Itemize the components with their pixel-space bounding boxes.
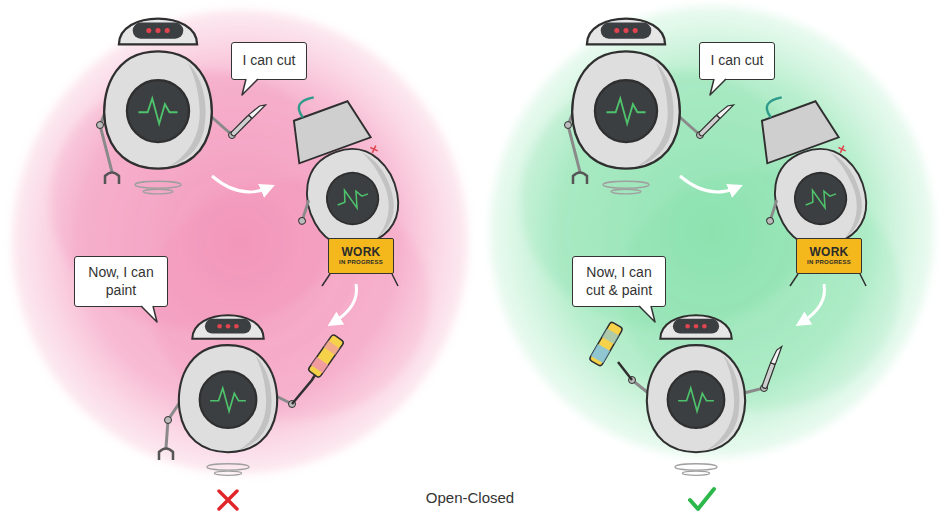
robot-in-repair: [764, 97, 787, 118]
speech-tail: [242, 79, 258, 95]
robot-in-repair: [260, 81, 417, 283]
robot-arm: [573, 173, 587, 185]
robot-in-repair: [728, 81, 885, 283]
robot-arm: [308, 334, 345, 378]
sign-stand: [322, 274, 398, 286]
speech-bubble: Now, I can paint: [74, 256, 168, 307]
robot-arm: [591, 344, 610, 363]
speech-tail: [135, 306, 159, 324]
robot-arm: [165, 417, 172, 424]
speech-text: Now, I can cut & paint: [581, 264, 657, 299]
robot-arm: [589, 321, 623, 366]
sign-heading: WORK: [800, 246, 858, 259]
speech-bubble: I can cut: [699, 42, 775, 80]
sign-subtext: IN PROGRESS: [332, 259, 390, 266]
speech-text: Now, I can paint: [83, 264, 159, 299]
check-mark: [690, 489, 714, 509]
robot: [572, 19, 680, 194]
robot-in-repair: [296, 97, 319, 118]
flow-arrow: [334, 284, 357, 322]
robot-arm: [324, 341, 340, 356]
caption: Open-Closed: [0, 489, 940, 506]
flow-arrow: [680, 176, 736, 192]
robot-arm: [618, 362, 632, 380]
speech-text: I can cut: [240, 52, 298, 70]
sign-stand: [790, 274, 866, 286]
speech-tail: [141, 305, 157, 322]
robot-in-repair: [370, 146, 377, 153]
speech-tail: [242, 78, 258, 95]
cross-mark: [219, 491, 237, 509]
speech-bubble: I can cut: [231, 42, 307, 80]
sign-heading: WORK: [332, 246, 390, 259]
robot: [179, 315, 277, 475]
sign-subtext: IN PROGRESS: [800, 259, 858, 266]
robot-arm: [97, 122, 104, 129]
flow-arrow: [212, 176, 268, 192]
warning-sign: WORKIN PROGRESS: [328, 238, 394, 274]
speech-tail: [141, 306, 157, 322]
speech-tail: [639, 306, 655, 322]
robot-arm: [159, 449, 173, 461]
robot: [104, 19, 212, 194]
speech-tail: [708, 79, 732, 97]
robot-arm: [230, 101, 265, 136]
speech-tail: [240, 79, 264, 97]
speech-tail: [710, 79, 726, 95]
speech-tail: [710, 78, 726, 95]
speech-text: I can cut: [708, 52, 766, 70]
robot-arm: [698, 101, 733, 136]
robot-arm: [308, 334, 345, 378]
robot-arm: [565, 122, 572, 129]
robot: [647, 315, 745, 475]
speech-bubble: Now, I can cut & paint: [572, 256, 666, 307]
robot-in-repair: [298, 217, 307, 226]
robot-arm: [105, 173, 119, 185]
robot-in-repair: [838, 146, 845, 153]
robot-arm: [311, 357, 328, 373]
flow-arrow: [802, 284, 825, 322]
robot-arm: [762, 345, 782, 389]
robot-in-repair: [296, 200, 314, 221]
robot-arm: [589, 321, 623, 366]
speech-tail: [639, 305, 655, 322]
robot-in-repair: [766, 217, 775, 226]
robot-in-repair: [764, 200, 782, 221]
speech-tail: [633, 306, 657, 324]
robot-arm: [602, 328, 619, 344]
warning-sign: WORKIN PROGRESS: [796, 238, 862, 274]
